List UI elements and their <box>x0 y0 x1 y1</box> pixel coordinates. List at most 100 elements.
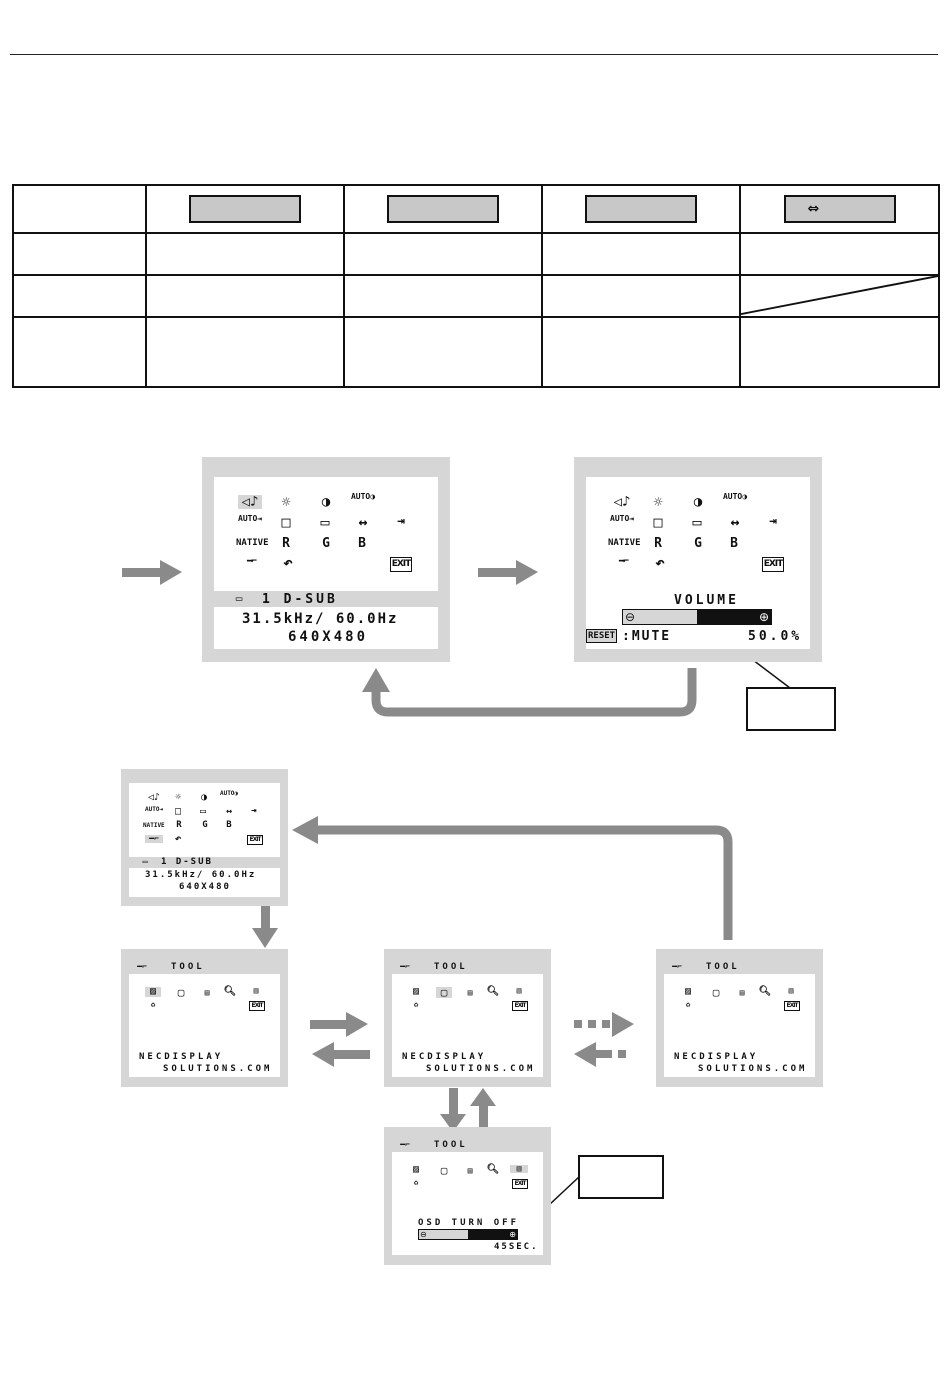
plus-icon: ⊕ <box>509 1230 516 1239</box>
table-cell <box>541 316 741 388</box>
native-color-icon: NATIVE <box>143 822 165 829</box>
exit-icon: EXIT <box>249 1001 265 1011</box>
tool-title-bar <box>129 961 280 974</box>
table-cell <box>343 232 543 276</box>
key-table: ⇔ <box>12 184 940 388</box>
tool-title: TOOL <box>171 962 205 972</box>
lock-icon: ▤ <box>739 988 745 997</box>
left-right-icon: □ <box>653 513 663 531</box>
website-line-2: SOLUTIONS.COM <box>426 1064 536 1074</box>
green-icon: G <box>694 536 702 551</box>
left-right-icon: □ <box>281 513 291 531</box>
osd-turnoff-slider-fill <box>419 1230 468 1239</box>
blue-icon: B <box>730 536 738 551</box>
osd-tool-panel: ━⌐ TOOL ▨ ♻ ▢ ▤ 🔍︎ ▥ EXIT NECDISPLAY SOL… <box>664 961 815 1077</box>
key-button-4: ⇔ <box>783 195 896 223</box>
volume-slider-fill <box>623 610 697 624</box>
down-up-icon: ▭ <box>320 513 330 531</box>
osd-tool-panel: ━⌐ TOOL ▨ ♻ ▢ ▤ 🔍︎ ▥ EXIT NECDISPLAY SOL… <box>392 961 543 1077</box>
osd-turnoff-value: 45SEC. <box>494 1242 539 1252</box>
brightness-icon: ☼ <box>653 493 663 511</box>
brightness-icon: ☼ <box>174 792 182 803</box>
table-cell <box>12 232 147 276</box>
green-icon: G <box>322 536 330 551</box>
exit-icon: EXIT <box>762 557 784 572</box>
osd-timer-icon: ▥ <box>516 986 522 995</box>
turnoff-callout-box <box>578 1155 664 1199</box>
osd-turnoff-label: OSD TURN OFF <box>418 1218 520 1228</box>
auto-adjust-icon: AUTO◑ <box>350 492 376 501</box>
osd-main-panel: ◁♪ ☼ ◑ AUTO◑ AUTO⇥ □ ▭ ↔ ⇥ NATIVE R G B … <box>214 477 438 649</box>
tool-icon: ━⌐ <box>145 835 163 843</box>
tool-icon: ━⌐ <box>246 556 257 567</box>
tool-icon: ━⌐ <box>400 962 410 971</box>
magnifier-icon: 🔍︎ <box>486 986 500 997</box>
volume-value: 50.0% <box>748 629 803 644</box>
table-cell <box>12 316 147 388</box>
h-size-icon: ↔ <box>730 513 740 531</box>
exit-icon: EXIT <box>247 835 263 845</box>
top-rule <box>10 54 938 55</box>
red-icon: R <box>176 820 182 830</box>
zoom-mode-icon: ▨ <box>684 986 692 997</box>
osd-tool-screen-1: ━⌐ TOOL ▨ ♻ ▢ ▤ 🔍︎ ▥ EXIT NECDISPLAY SOL… <box>121 949 288 1087</box>
factory-preset-icon: ↶ <box>283 553 293 572</box>
tool-title: TOOL <box>706 962 740 972</box>
table-cell <box>739 232 940 276</box>
native-color-icon: NATIVE <box>608 538 641 548</box>
website-line-1: NECDISPLAY <box>402 1052 487 1062</box>
auto-hposition-icon: AUTO⇥ <box>238 514 263 523</box>
resolution-readout: 640X480 <box>179 882 231 892</box>
volume-slider[interactable]: ⊖ ⊕ <box>622 609 772 625</box>
osd-volume-screen: ◁♪ ☼ ◑ AUTO◑ AUTO⇥ □ ▭ ↔ ⇥ NATIVE R G B … <box>574 457 822 662</box>
website-line-1: NECDISPLAY <box>139 1052 224 1062</box>
table-cell <box>343 316 543 388</box>
table-cell <box>739 316 940 388</box>
table-cell <box>145 316 345 388</box>
volume-icon: ◁♪ <box>613 494 631 510</box>
factory-preset-icon: ↶ <box>655 553 665 572</box>
input-name: 1 D-SUB <box>161 857 213 867</box>
contrast-icon: ◑ <box>693 494 703 510</box>
osd-main-small-panel: ◁♪ ☼ ◑ AUTO◑ AUTO⇥ □ ▭ ↔ ⇥ NATIVE R G B … <box>129 783 280 897</box>
osd-volume-panel: ◁♪ ☼ ◑ AUTO◑ AUTO⇥ □ ▭ ↔ ⇥ NATIVE R G B … <box>586 477 810 649</box>
eco-icon: ♻ <box>413 1178 419 1187</box>
volume-icon: ◁♪ <box>238 495 262 509</box>
auto-hposition-icon: AUTO⇥ <box>610 514 635 523</box>
osd-timer-icon: ▥ <box>253 986 259 995</box>
input-name: 1 D-SUB <box>262 592 338 607</box>
eco-icon: ♻ <box>685 1000 691 1009</box>
table-cell <box>541 232 741 276</box>
zoom-mode-icon: ▨ <box>145 987 161 997</box>
plus-icon: ⊕ <box>758 610 769 624</box>
connector-icon: ▭ <box>142 857 148 866</box>
left-right-icon: □ <box>174 806 182 817</box>
osd-tool-panel: ━⌐ TOOL ▨ ♻ ▢ ▤ 🔍︎ ▥ EXIT NECDISPLAY SOL… <box>129 961 280 1077</box>
h-size-icon: ↔ <box>358 513 368 531</box>
website-line-1: NECDISPLAY <box>674 1052 759 1062</box>
tool-title-bar <box>392 961 543 974</box>
magnifier-icon: 🔍︎ <box>223 986 237 997</box>
fine-icon: ⇥ <box>251 806 257 816</box>
frequency-readout: 31.5kHz/ 60.0Hz <box>242 611 399 627</box>
monitor-info-icon: ▢ <box>177 986 185 999</box>
frequency-readout: 31.5kHz/ 60.0Hz <box>145 870 257 880</box>
osd-turnoff-screen: ━⌐ TOOL ▨ ♻ ▢ ▤ 🔍︎ ▥ EXIT OSD TURN OFF ⊖… <box>384 1127 551 1265</box>
tool-title: TOOL <box>434 1140 468 1150</box>
auto-adjust-icon: AUTO◑ <box>722 492 748 501</box>
tool-icon: ━⌐ <box>400 1140 410 1149</box>
monitor-info-icon: ▢ <box>436 987 452 998</box>
contrast-icon: ◑ <box>200 792 208 803</box>
table-cell <box>541 274 741 318</box>
osd-timer-icon: ▥ <box>788 986 794 995</box>
table-cell <box>145 232 345 276</box>
osd-turnoff-slider[interactable]: ⊖ ⊕ <box>418 1229 518 1240</box>
zoom-mode-icon: ▨ <box>412 986 420 997</box>
blue-icon: B <box>358 536 366 551</box>
magnifier-icon: 🔍︎ <box>758 986 772 997</box>
lock-icon: ▤ <box>204 988 210 997</box>
osd-main-small-screen: ◁♪ ☼ ◑ AUTO◑ AUTO⇥ □ ▭ ↔ ⇥ NATIVE R G B … <box>121 769 288 906</box>
eco-icon: ♻ <box>413 1000 419 1009</box>
input-bar <box>129 857 280 868</box>
tool-icon: ━⌐ <box>618 556 629 567</box>
